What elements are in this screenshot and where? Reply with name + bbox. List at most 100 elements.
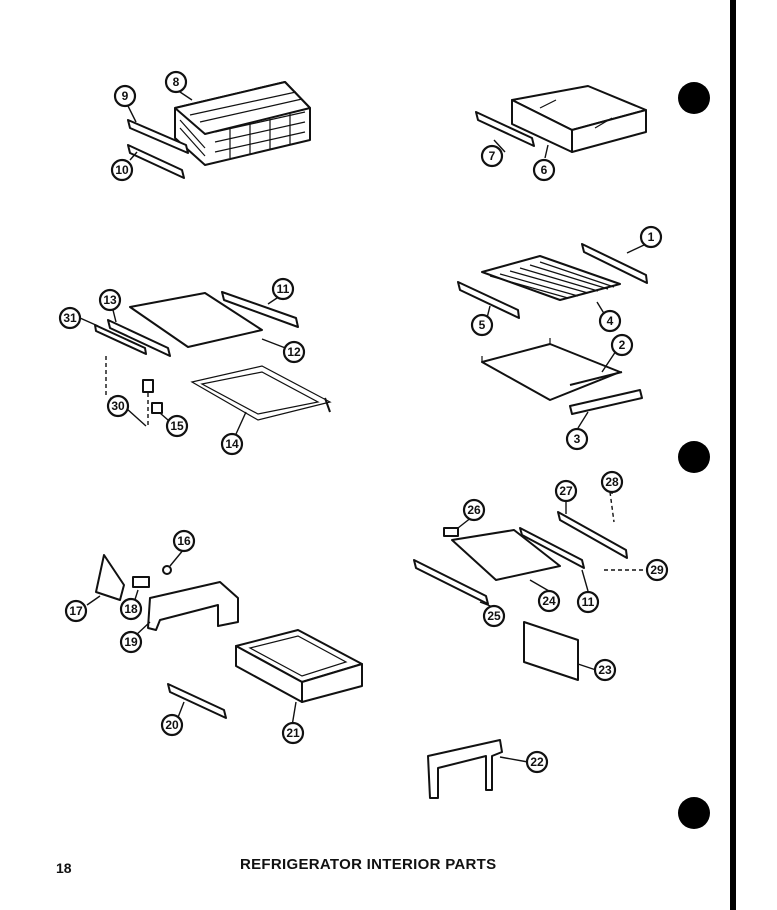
clip-18-drawing — [132, 576, 150, 588]
rail-10-drawing — [127, 144, 185, 179]
clip-30-drawing — [142, 379, 154, 393]
svg-text:16: 16 — [177, 534, 191, 548]
callout-10: 10 — [110, 158, 134, 182]
callout-2: 2 — [610, 333, 634, 357]
meat-pan-drawing — [235, 629, 363, 703]
callout-1: 1 — [639, 225, 663, 249]
svg-text:8: 8 — [173, 75, 180, 89]
callout-11b: 11 — [576, 590, 600, 614]
svg-text:4: 4 — [607, 314, 614, 328]
rail-1-drawing — [581, 243, 648, 284]
callout-26: 26 — [462, 498, 486, 522]
glass-shelf-24-drawing — [451, 529, 561, 581]
svg-text:28: 28 — [605, 475, 619, 489]
svg-text:10: 10 — [115, 163, 129, 177]
shelf-trim-13-drawing — [107, 319, 171, 357]
svg-text:25: 25 — [487, 609, 501, 623]
callout-25: 25 — [482, 604, 506, 628]
svg-text:11: 11 — [277, 282, 290, 296]
callout-29: 29 — [645, 558, 669, 582]
svg-text:22: 22 — [530, 755, 544, 769]
callout-17: 17 — [64, 599, 88, 623]
callout-16: 16 — [172, 529, 196, 553]
svg-text:11: 11 — [582, 595, 595, 609]
wire-shelf-drawing — [481, 255, 621, 301]
callout-13: 13 — [98, 288, 122, 312]
binding-edge — [730, 0, 736, 910]
rail-7-drawing — [475, 111, 535, 147]
callout-21: 21 — [281, 721, 305, 745]
svg-text:6: 6 — [541, 163, 548, 177]
callout-15: 15 — [165, 414, 189, 438]
svg-text:18: 18 — [124, 602, 138, 616]
punch-hole-bottom — [678, 797, 710, 829]
callout-19: 19 — [119, 630, 143, 654]
svg-text:1: 1 — [648, 230, 655, 244]
callout-27: 27 — [554, 479, 578, 503]
svg-text:3: 3 — [574, 432, 581, 446]
callout-3: 3 — [565, 427, 589, 451]
clip-15-drawing — [151, 402, 163, 414]
callout-6: 6 — [532, 158, 556, 182]
svg-text:29: 29 — [650, 563, 664, 577]
callout-14: 14 — [220, 432, 244, 456]
washer-16-drawing — [162, 565, 172, 575]
svg-text:9: 9 — [122, 89, 129, 103]
svg-text:19: 19 — [124, 635, 138, 649]
svg-text:24: 24 — [542, 594, 556, 608]
rail-9-drawing — [127, 119, 189, 154]
svg-text:5: 5 — [479, 318, 486, 332]
callout-30: 30 — [106, 394, 130, 418]
page-number: 18 — [56, 860, 72, 876]
callout-9: 9 — [113, 84, 137, 108]
svg-text:15: 15 — [170, 419, 184, 433]
svg-text:12: 12 — [287, 345, 301, 359]
callout-8: 8 — [164, 70, 188, 94]
svg-text:23: 23 — [598, 663, 612, 677]
svg-text:14: 14 — [225, 437, 239, 451]
callout-11a: 11 — [271, 277, 295, 301]
punch-hole-top — [678, 82, 710, 114]
shelf-frame-drawing — [190, 365, 332, 421]
callout-24: 24 — [537, 589, 561, 613]
svg-text:20: 20 — [165, 718, 179, 732]
callout-20: 20 — [160, 713, 184, 737]
rail-27-drawing — [557, 511, 628, 559]
svg-text:31: 31 — [63, 311, 77, 325]
callout-31: 31 — [58, 306, 82, 330]
callout-18: 18 — [119, 597, 143, 621]
svg-text:30: 30 — [111, 399, 125, 413]
bracket-19-drawing — [147, 581, 239, 631]
callout-23: 23 — [593, 658, 617, 682]
svg-text:17: 17 — [69, 604, 83, 618]
callout-4: 4 — [598, 309, 622, 333]
svg-text:2: 2 — [619, 338, 626, 352]
svg-text:26: 26 — [467, 503, 481, 517]
callout-12: 12 — [282, 340, 306, 364]
glass-shelf-drawing — [129, 292, 263, 348]
wire-basket-drawing — [174, 81, 311, 166]
panel-23-drawing — [523, 621, 579, 681]
shelf-trim-11-drawing — [221, 291, 299, 328]
svg-text:7: 7 — [489, 149, 496, 163]
callout-5: 5 — [470, 313, 494, 337]
punch-hole-middle — [678, 441, 710, 473]
trim-11-drawing — [519, 527, 585, 569]
crisper-drawer-drawing — [511, 85, 647, 153]
rail-25-drawing — [413, 559, 489, 605]
callout-22: 22 — [525, 750, 549, 774]
rail-3-drawing — [569, 389, 643, 415]
svg-text:21: 21 — [286, 726, 300, 740]
svg-text:13: 13 — [103, 293, 117, 307]
shelf-trim-31-drawing — [94, 324, 147, 355]
shelf-2-drawing — [481, 338, 623, 401]
callout-28: 28 — [600, 470, 624, 494]
svg-text:27: 27 — [559, 484, 573, 498]
funnel-17-drawing — [95, 554, 125, 601]
page-title: REFRIGERATOR INTERIOR PARTS — [240, 856, 497, 873]
rail-5-drawing — [457, 281, 520, 319]
rail-20-drawing — [167, 683, 227, 719]
clip-26-drawing — [443, 527, 459, 537]
bracket-22-drawing — [427, 739, 503, 799]
